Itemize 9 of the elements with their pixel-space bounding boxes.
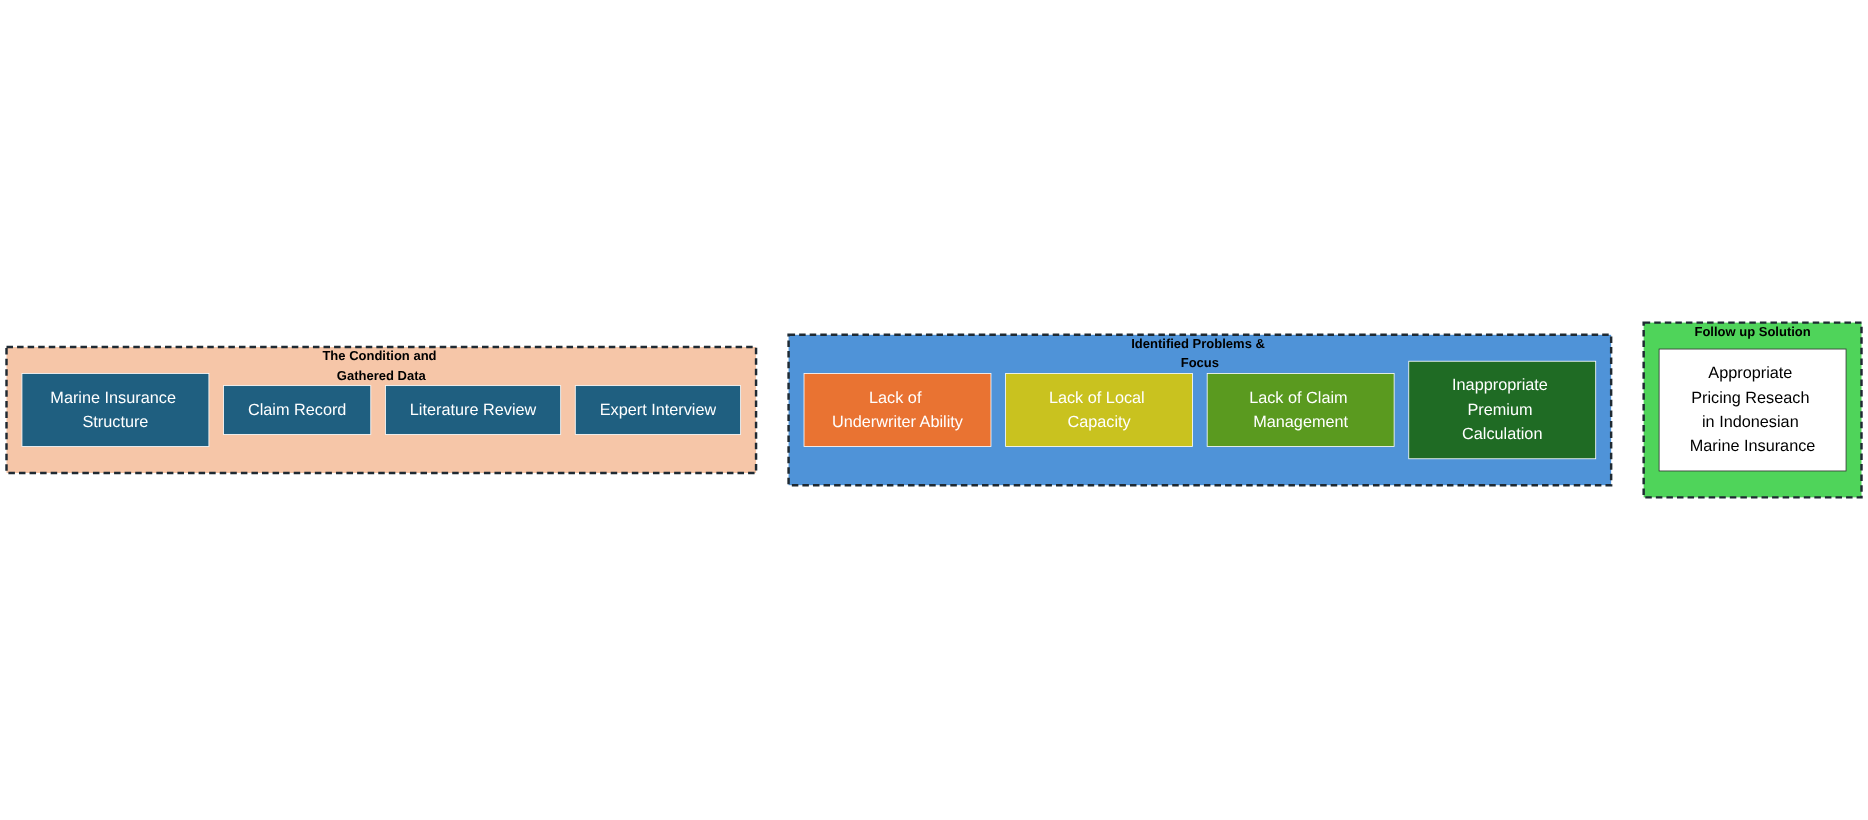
node-box: Literature Review [385, 385, 562, 435]
node-box: Inappropriate Premium Calculation [1408, 360, 1597, 460]
node-box: Expert Interview [574, 385, 742, 435]
node-box: Appropriate Pricing Reseach in Indonesian Marine Insurance [1658, 348, 1847, 472]
node-box: Lack of Local Capacity [1005, 373, 1193, 447]
node-box: Marine Insurance Structure [21, 373, 210, 447]
node-box: Lack of Claim Management [1206, 373, 1395, 447]
node-box: Claim Record [223, 385, 372, 435]
node-box: Lack of Underwriter Ability [803, 373, 992, 447]
